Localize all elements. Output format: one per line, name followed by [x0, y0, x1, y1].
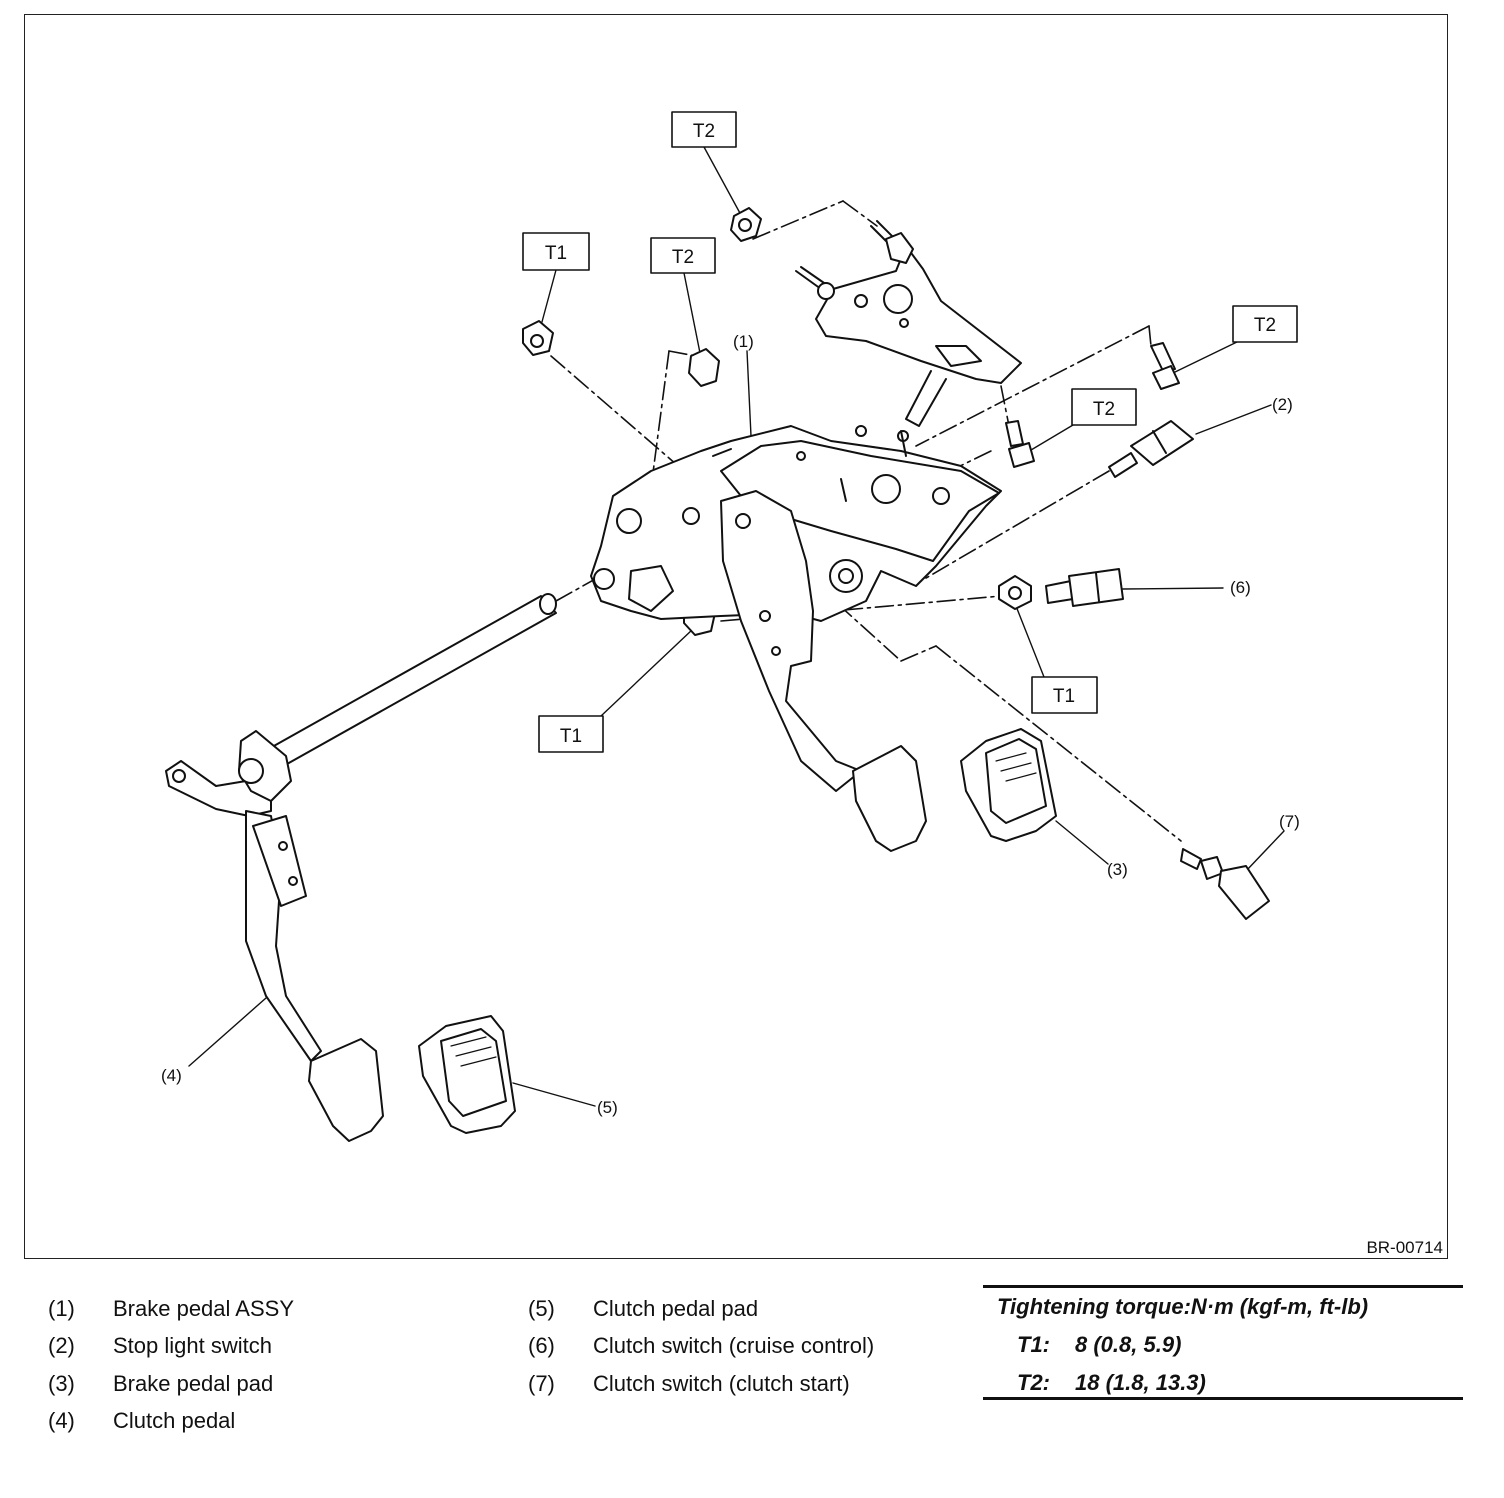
brake-pedal-foot [852, 745, 927, 852]
torque-box-t2-right-label: T2 [1254, 315, 1276, 336]
legend-label: Clutch pedal pad [593, 1295, 759, 1321]
torque-box-t1-right [1031, 676, 1098, 714]
torque-box-t2-right [1232, 305, 1298, 343]
legend-label: Clutch switch (clutch start) [593, 1370, 850, 1396]
legend-column-left: (1) Brake pedal ASSY (2) Stop light swit… [48, 1290, 294, 1440]
torque-row-t1: T1: 8 (0.8, 5.9) [1017, 1332, 1181, 1358]
callout-4: (4) [161, 1066, 182, 1085]
t1-nut-upper [522, 320, 554, 356]
t2-nut-left [688, 348, 720, 387]
callout-2: (2) [1272, 395, 1293, 414]
stop-light-switch-thread [1108, 452, 1138, 478]
upper-bracket [815, 245, 1022, 427]
legend-column-right: (5) Clutch pedal pad (6) Clutch switch (… [528, 1290, 874, 1403]
clutch-start-switch-body [1218, 865, 1270, 920]
t2-bolt-mid [1005, 420, 1024, 447]
torque-box-t1-upper-label: T1 [545, 243, 567, 264]
brake-pedal-pad [960, 728, 1057, 842]
torque-key: T2: [1017, 1370, 1050, 1395]
legend-label: Stop light switch [113, 1333, 272, 1359]
legend-number: (3) [48, 1370, 75, 1396]
clutch-shaft [255, 593, 557, 774]
callout-5: (5) [597, 1098, 618, 1117]
brake-pedal-arm [720, 490, 927, 852]
legend-item: (7) Clutch switch (clutch start) [528, 1365, 874, 1403]
callout-3: (3) [1107, 860, 1128, 879]
callout-7: (7) [1279, 812, 1300, 831]
t2-bolt-right [1150, 342, 1176, 372]
torque-row-t2: T2: 18 (1.8, 13.3) [1017, 1370, 1206, 1396]
bolt-stud-top [795, 266, 828, 290]
t2-nut-top [730, 207, 762, 242]
legend-item: (5) Clutch pedal pad [528, 1290, 874, 1328]
torque-value: 18 (1.8, 13.3) [1075, 1370, 1206, 1395]
torque-specification-table: Tightening torque:N·m (kgf-m, ft-lb) T1:… [983, 1285, 1463, 1400]
bolts [522, 207, 1180, 636]
legend-label: Clutch pedal [113, 1408, 236, 1434]
leader-lines [188, 146, 1285, 1107]
diagram-frame: T2 T1 T2 T2 T2 T1 T1 (1) (2) (3) (4) (5)… [24, 14, 1448, 1259]
brake-pedal-assy [590, 425, 1002, 622]
torque-value: 8 (0.8, 5.9) [1075, 1332, 1182, 1357]
torque-box-t1-upper [522, 232, 590, 271]
figure-code: BR-00714 [1366, 1238, 1443, 1257]
cruise-switch-body [1068, 568, 1124, 607]
legend-item: (1) Brake pedal ASSY [48, 1290, 294, 1328]
clutch-pedal-pad [418, 1015, 516, 1134]
t1-nut-right [998, 575, 1032, 610]
legend-number: (6) [528, 1333, 555, 1359]
cruise-switch-thread [1045, 580, 1074, 604]
exploded-view-drawing: T2 T1 T2 T2 T2 T1 T1 (1) (2) (3) (4) (5)… [161, 111, 1443, 1257]
torque-box-t1-lower-label: T1 [560, 726, 582, 747]
torque-box-t2-mid [1071, 388, 1137, 426]
switches [1045, 420, 1270, 920]
torque-box-t2-left-label: T2 [672, 247, 694, 268]
clutch-pedal-foot [308, 1038, 384, 1142]
torque-box-t2-left [650, 237, 716, 274]
stop-light-switch-body [1130, 420, 1194, 466]
torque-box-t1-lower [538, 715, 604, 753]
callout-1: (1) [733, 332, 754, 351]
torque-box-t2-top [671, 111, 737, 148]
torque-table-title: Tightening torque:N·m (kgf-m, ft-lb) [997, 1294, 1369, 1319]
torque-key: T1: [1017, 1332, 1050, 1357]
legend-label: Brake pedal ASSY [113, 1295, 295, 1321]
torque-box-t1-right-label: T1 [1053, 686, 1075, 707]
torque-box-t2-top-label: T2 [693, 121, 715, 142]
legend-number: (5) [528, 1295, 555, 1321]
legend-item: (3) Brake pedal pad [48, 1365, 294, 1403]
legend-number: (2) [48, 1333, 75, 1359]
legend-item: (4) Clutch pedal [48, 1403, 294, 1441]
legend-number: (1) [48, 1295, 75, 1321]
torque-box-t2-mid-label: T2 [1093, 399, 1115, 420]
legend-label: Clutch switch (cruise control) [593, 1333, 875, 1359]
legend-item: (6) Clutch switch (cruise control) [528, 1328, 874, 1366]
legend-number: (7) [528, 1370, 555, 1396]
legend-number: (4) [48, 1408, 75, 1434]
legend-label: Brake pedal pad [113, 1370, 274, 1396]
clutch-start-switch-thread [1180, 848, 1202, 870]
callout-6: (6) [1230, 578, 1251, 597]
clutch-pedal [165, 730, 384, 1142]
legend-item: (2) Stop light switch [48, 1328, 294, 1366]
